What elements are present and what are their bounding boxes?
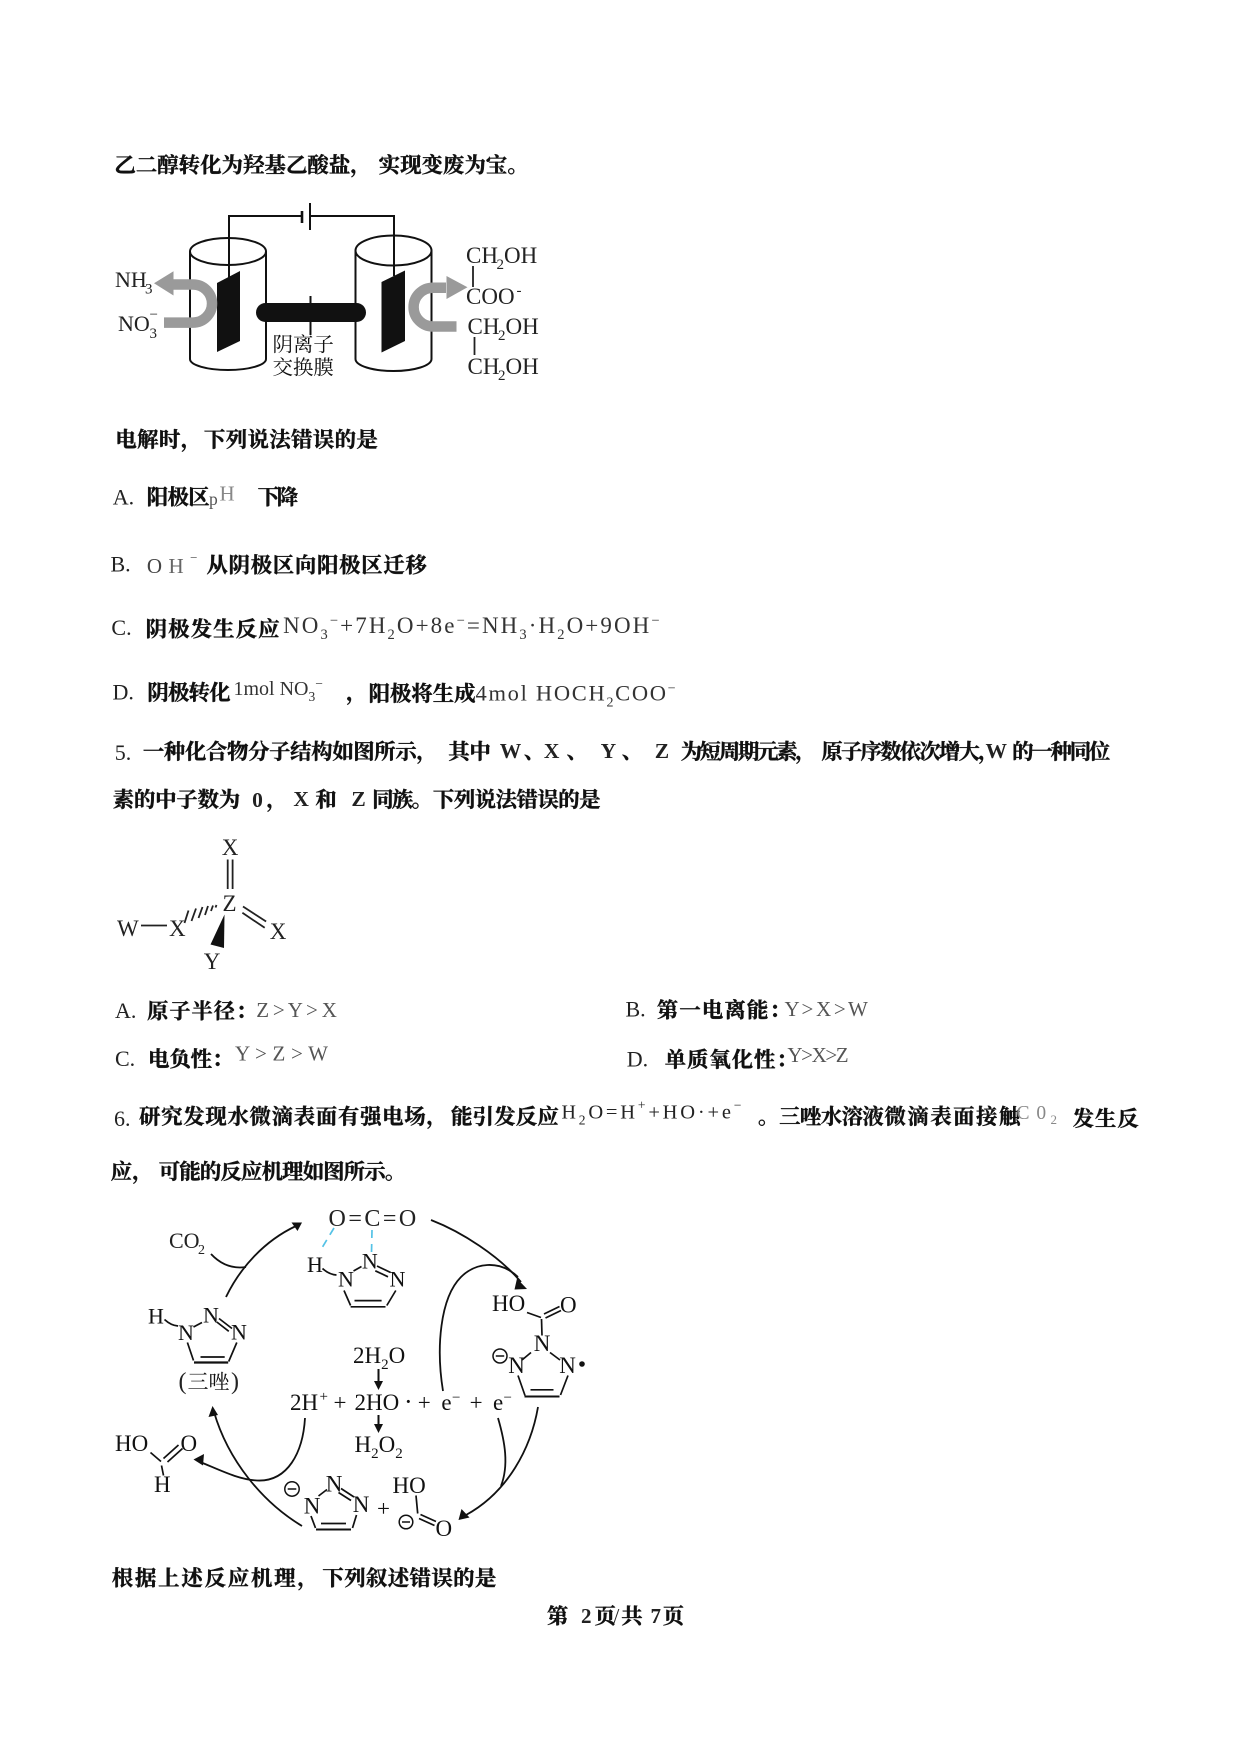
svg-text:−: −: [190, 550, 197, 565]
svg-text:Y: Y: [204, 949, 221, 974]
svg-text:3: 3: [150, 326, 158, 342]
svg-text:7: 7: [651, 1604, 662, 1628]
svg-text:+: +: [320, 1389, 328, 1405]
svg-text:X: X: [222, 835, 239, 860]
svg-text:A.: A.: [113, 485, 134, 510]
svg-text:N: N: [326, 1472, 343, 1497]
svg-text:OH: OH: [504, 243, 537, 268]
svg-text:OH: OH: [506, 354, 539, 379]
svg-text:2: 2: [198, 1243, 205, 1258]
svg-text:Z: Z: [222, 891, 236, 916]
svg-text:N: N: [559, 1353, 576, 1378]
svg-text:Z: Z: [351, 787, 365, 811]
svg-text:Y > X > W: Y > X > W: [785, 997, 868, 1021]
svg-text:6.: 6.: [114, 1106, 131, 1131]
svg-text:2: 2: [498, 328, 506, 344]
svg-text:X: X: [270, 919, 287, 944]
svg-text:N: N: [178, 1320, 194, 1345]
svg-text:O: O: [436, 1516, 453, 1541]
svg-text:C.: C.: [115, 1046, 135, 1071]
svg-text:Y: Y: [601, 739, 617, 763]
svg-text:): ): [231, 1369, 239, 1395]
svg-text:N: N: [203, 1303, 219, 1328]
svg-text:HO: HO: [115, 1431, 148, 1456]
svg-text:X: X: [544, 739, 560, 763]
svg-text:Z: Z: [655, 739, 669, 763]
svg-text:W: W: [117, 916, 139, 941]
svg-text:H: H: [154, 1472, 171, 1497]
svg-text:H: H: [307, 1252, 323, 1277]
svg-text:N: N: [508, 1353, 525, 1378]
svg-text:A.: A.: [115, 998, 136, 1023]
svg-text:OH: OH: [506, 314, 539, 339]
svg-text:NH: NH: [115, 267, 147, 292]
svg-text:C.: C.: [111, 615, 131, 640]
svg-text:(: (: [179, 1369, 187, 1395]
svg-text:O: O: [147, 554, 162, 578]
svg-text:O: O: [560, 1293, 577, 1318]
svg-text:W: W: [986, 739, 1008, 763]
svg-text:X: X: [293, 787, 309, 811]
svg-text:2HO: 2HO: [355, 1390, 400, 1415]
svg-text:H2O=H++HO·+e−: H2O=H++HO·+e−: [562, 1098, 745, 1128]
svg-text:3: 3: [145, 282, 153, 298]
svg-text:NO3−+7H2O+8e−=NH3·H2O+9OH−: NO3−+7H2O+8e−=NH3·H2O+9OH−: [283, 613, 662, 643]
svg-text:e: e: [441, 1390, 451, 1415]
svg-text:NO: NO: [118, 311, 150, 336]
svg-text:−: −: [150, 307, 158, 323]
svg-text:B.: B.: [111, 552, 131, 577]
svg-text:H2O2: H2O2: [355, 1432, 403, 1462]
svg-text:e: e: [493, 1390, 503, 1415]
svg-text:B.: B.: [626, 997, 646, 1022]
svg-text:N: N: [534, 1331, 551, 1356]
svg-text:0: 0: [252, 788, 263, 812]
svg-text:HO: HO: [492, 1291, 525, 1316]
svg-text:N: N: [231, 1320, 247, 1345]
svg-text:5.: 5.: [115, 740, 132, 765]
svg-text:Z > Y > X: Z > Y > X: [256, 998, 337, 1022]
svg-text:·: ·: [404, 1387, 413, 1416]
svg-text:2: 2: [497, 257, 505, 273]
svg-text:−: −: [504, 1390, 512, 1406]
svg-text:Y > Z > W: Y > Z > W: [235, 1042, 328, 1066]
svg-text:+: +: [377, 1496, 390, 1521]
svg-text:CH: CH: [468, 354, 500, 379]
svg-text:2H: 2H: [290, 1390, 318, 1415]
svg-text:Y>X>Z: Y>X>Z: [787, 1043, 847, 1067]
svg-text:+: +: [418, 1390, 431, 1415]
svg-text:H: H: [148, 1304, 164, 1329]
svg-text:C 0: C 0: [1017, 1103, 1048, 1124]
svg-text:2: 2: [581, 1604, 592, 1628]
svg-text:H: H: [169, 554, 184, 578]
svg-text:−: −: [452, 1390, 460, 1406]
svg-text:-: -: [517, 283, 522, 299]
svg-text:2: 2: [498, 368, 506, 384]
svg-text:H: H: [220, 482, 235, 506]
svg-text:O=C=O: O=C=O: [329, 1206, 419, 1232]
svg-text:2H2O: 2H2O: [353, 1343, 405, 1373]
svg-text:p: p: [209, 489, 218, 509]
svg-text:O: O: [181, 1431, 198, 1456]
svg-text:1mol NO3−: 1mol NO3−: [234, 676, 323, 704]
svg-text:2: 2: [1051, 1112, 1058, 1127]
svg-text:N: N: [362, 1249, 378, 1274]
svg-text:N: N: [353, 1492, 370, 1517]
svg-text:N: N: [338, 1267, 354, 1292]
svg-text:N: N: [304, 1494, 321, 1519]
svg-text:4mol HOCH2COO−: 4mol HOCH2COO−: [476, 681, 678, 711]
svg-text:D.: D.: [627, 1047, 648, 1072]
svg-text:CH: CH: [466, 243, 498, 268]
svg-text:HO: HO: [393, 1473, 426, 1498]
svg-text:D.: D.: [113, 680, 134, 705]
svg-text:COO: COO: [466, 284, 515, 309]
svg-text:/: /: [614, 1604, 620, 1628]
svg-text:X: X: [169, 916, 186, 941]
svg-text:CO: CO: [169, 1228, 200, 1253]
svg-text:N: N: [389, 1267, 405, 1292]
svg-text:CH: CH: [468, 314, 500, 339]
svg-text:+: +: [334, 1390, 347, 1415]
svg-text:+: +: [470, 1390, 483, 1415]
svg-text:W: W: [500, 739, 522, 763]
